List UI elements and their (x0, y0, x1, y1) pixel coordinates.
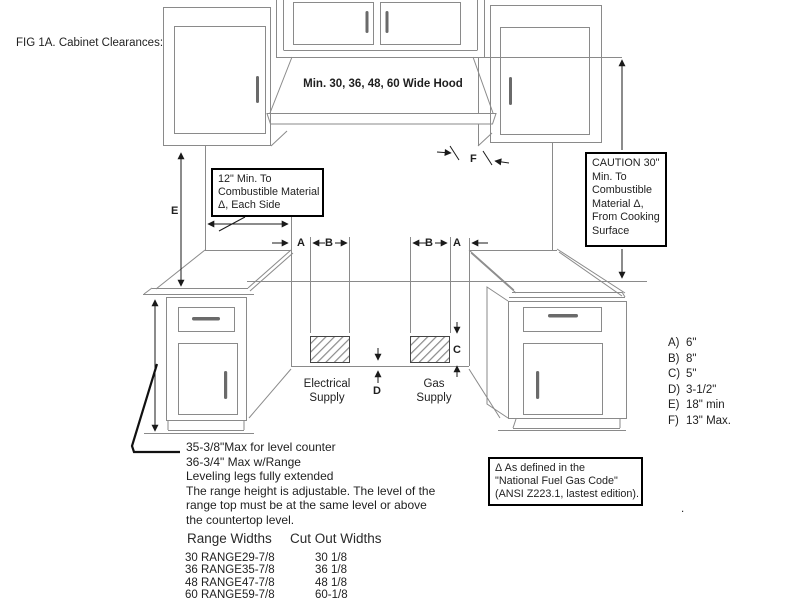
dimension-lines (151, 59, 626, 432)
hood (266, 56, 622, 125)
note-line: The range height is adjustable. The leve… (186, 483, 436, 498)
dim-label-d: D (373, 385, 381, 397)
legend-row: E)18" min (668, 399, 725, 411)
caution-line: Combustible (592, 184, 653, 197)
caution-line: CAUTION 30" (592, 157, 660, 169)
caution-line: Min. To (592, 170, 627, 183)
legend-row: B)8" (668, 353, 697, 365)
table-row: 48 RANGE 47-7/8 48 1/8 (185, 577, 347, 589)
dim-label-c: C (453, 344, 461, 356)
stray-period: . (681, 503, 685, 515)
dim-label-e: E (171, 205, 179, 217)
table-row: 30 RANGE 29-7/8 30 1/8 (185, 552, 347, 564)
side-clearance-line: Combustible Material (218, 186, 320, 199)
table-row: 60 RANGE 59-7/8 60-1/8 (185, 589, 348, 601)
side-clearance-callout: 12" Min. To Combustible Material Δ, Each… (211, 168, 324, 217)
hood-label: Min. 30, 36, 48, 60 Wide Hood (303, 78, 463, 90)
gas-supply-label: Gas Supply (416, 378, 452, 404)
fuel-code-line: "National Fuel Gas Code" (495, 475, 618, 487)
upper-cabinets (163, 0, 602, 147)
dim-label-b-right: B (425, 237, 433, 249)
electrical-supply-box (310, 336, 350, 363)
figure-title: FIG 1A. Cabinet Clearances: (16, 37, 164, 49)
caution-callout: CAUTION 30" Min. To Combustible Material… (585, 152, 667, 247)
dim-label-f: F (470, 153, 477, 165)
legend-row: A)6" (668, 337, 697, 349)
table-row: 36 RANGE 35-7/8 36 1/8 (185, 564, 347, 576)
fuel-code-line: Δ As defined in the (495, 462, 586, 474)
cabinet-handles (192, 11, 578, 399)
electrical-supply-label: Electrical Supply (303, 378, 351, 404)
note-line: 36-3/4" Max w/Range (186, 454, 301, 469)
legend-row: F)13" Max. (668, 415, 731, 427)
note-line: range top must be at the same level or a… (186, 498, 427, 512)
caution-line: From Cooking (592, 211, 660, 224)
fuel-code-callout: Δ As defined in the "National Fuel Gas C… (488, 457, 643, 506)
fuel-code-line: (ANSI Z223.1, lastest edition). (495, 488, 640, 500)
side-clearance-line: Δ, Each Side (218, 199, 281, 212)
base-cabinets (144, 286, 627, 434)
dim-label-a-left: A (297, 237, 305, 249)
table-header-range-widths: Range Widths (187, 531, 272, 546)
gas-supply-box (410, 336, 450, 363)
table-header-cutout-widths: Cut Out Widths (290, 531, 382, 546)
counter-height-leader (130, 363, 180, 454)
caution-line: Surface (592, 224, 630, 237)
side-clearance-line: 12" Min. To (218, 173, 272, 185)
supply-boxes (310, 336, 450, 363)
dim-label-a-right: A (453, 237, 461, 249)
caution-line: Material Δ, (592, 197, 644, 210)
dim-label-b-left: B (325, 237, 333, 249)
note-line: the countertop level. (186, 512, 295, 527)
note-line: 35-3/8"Max for level counter (186, 440, 336, 454)
legend-row: C)5" (668, 368, 697, 380)
legend-row: D)3-1/2" (668, 384, 717, 396)
note-line: Leveling legs fully extended (186, 469, 334, 483)
counter-height-notes: 35-3/8"Max for level counter 36-3/4" Max… (186, 440, 435, 527)
